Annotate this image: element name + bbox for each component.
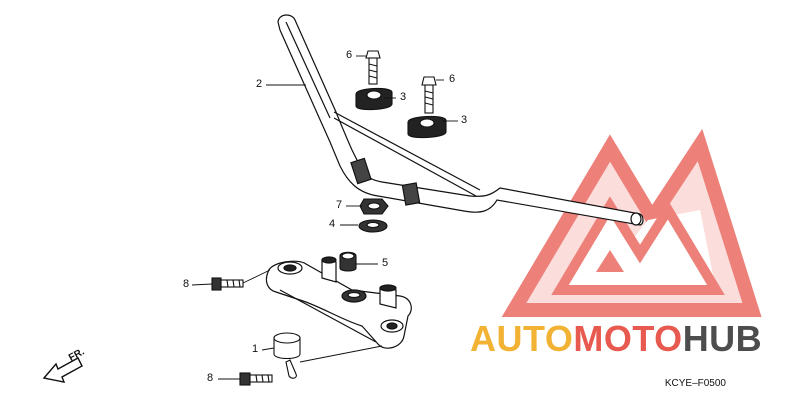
watermark-text-moto: MOTO	[573, 318, 683, 359]
front-direction-arrow-icon	[42, 357, 83, 383]
drawing-code: KCYE–F0500	[664, 378, 726, 389]
post-part-5	[339, 251, 357, 272]
clamp-part-1	[273, 332, 301, 379]
bolt-part-6-right	[421, 76, 437, 114]
callout-6-right: 6	[449, 73, 456, 85]
washer-part-4	[358, 219, 388, 233]
watermark-wordmark: AUTOMOTOHUB	[470, 318, 762, 360]
callout-3-right: 3	[461, 114, 468, 126]
bolt-part-8-lower	[239, 372, 273, 386]
callout-8-lower: 8	[207, 372, 214, 384]
callout-6-left: 6	[346, 49, 353, 61]
bolt-part-6-left	[365, 50, 381, 85]
watermark-text-auto: AUTO	[470, 318, 574, 359]
callout-7: 7	[336, 199, 343, 211]
watermark-text-hub: HUB	[682, 318, 763, 359]
handlebar-part-2	[277, 14, 644, 226]
watermark-logo	[501, 128, 762, 317]
leader-lines	[191, 55, 458, 380]
callout-2: 2	[256, 78, 263, 90]
bolt-part-8-upper	[211, 277, 244, 291]
top-bridge-part	[265, 256, 412, 349]
callout-3-left: 3	[400, 91, 407, 103]
holder-upper-part-3-right	[407, 115, 447, 139]
callout-5: 5	[382, 257, 389, 269]
callout-4: 4	[329, 218, 336, 230]
callout-8-upper: 8	[183, 278, 190, 290]
holder-upper-part-3-left	[355, 87, 393, 111]
callout-1: 1	[252, 343, 259, 355]
nut-part-7	[359, 198, 389, 215]
